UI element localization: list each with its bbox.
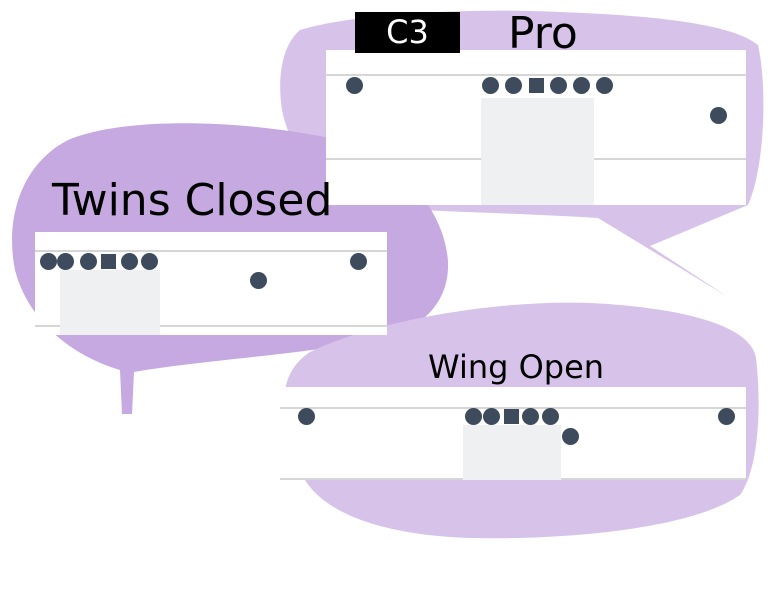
player-marker (596, 77, 613, 94)
player-marker (346, 77, 363, 94)
twins-closed-title: Twins Closed (52, 175, 333, 226)
pro-field (326, 50, 746, 205)
player-marker (57, 253, 74, 270)
player-marker (718, 408, 735, 425)
player-marker (550, 77, 567, 94)
player-marker (542, 408, 559, 425)
wing-open-field (280, 387, 746, 480)
player-marker (573, 77, 590, 94)
twins-closed-field (35, 232, 387, 335)
center-marker (529, 78, 544, 93)
player-marker (298, 408, 315, 425)
center-marker (101, 254, 116, 269)
player-marker (482, 77, 499, 94)
field-line (35, 250, 387, 252)
player-marker (562, 428, 579, 445)
backfield-box (481, 98, 594, 205)
field-line (35, 325, 387, 327)
c3-tag: C3 (355, 12, 460, 53)
pro-title: Pro (508, 8, 578, 59)
player-marker (710, 107, 727, 124)
player-marker (465, 408, 482, 425)
player-marker (40, 253, 57, 270)
player-marker (80, 253, 97, 270)
backfield-box (60, 270, 160, 335)
player-marker (350, 253, 367, 270)
player-marker (522, 408, 539, 425)
player-marker (250, 272, 267, 289)
player-marker (141, 253, 158, 270)
field-line (326, 74, 746, 76)
player-marker (505, 77, 522, 94)
player-marker (121, 253, 138, 270)
wing-open-title: Wing Open (428, 348, 605, 386)
field-line (280, 407, 746, 409)
backfield-box (463, 425, 561, 480)
player-marker (483, 408, 500, 425)
center-marker (504, 409, 519, 424)
